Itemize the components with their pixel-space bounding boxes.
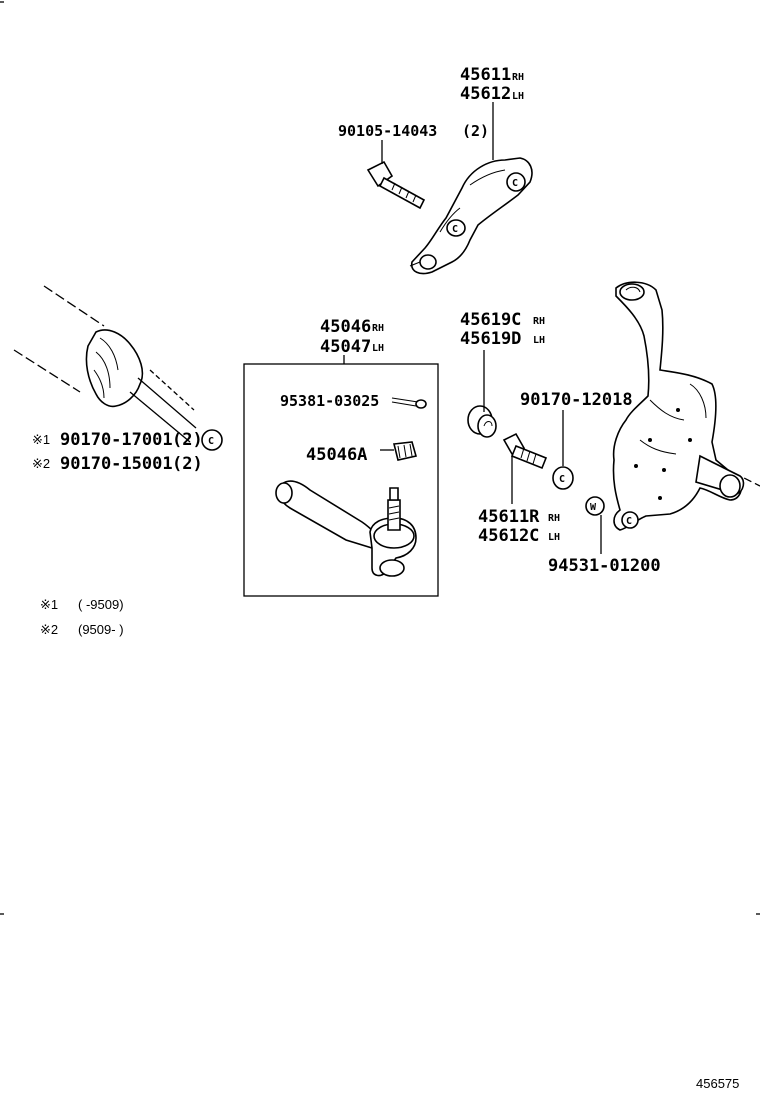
part-number-knuckle-arm-rh: 45611 (460, 65, 511, 85)
part-number-tie-rod-end-lh: 45047 (320, 337, 371, 357)
footnote-range-2: (9509- ) (78, 622, 124, 637)
part-number-rack-nut-1: 90170-17001 (60, 430, 173, 450)
part-number-rack-nut-2: 90170-15001 (60, 454, 173, 474)
side-label-lh: LH (533, 335, 545, 346)
side-label-rh: RH (372, 323, 384, 334)
part-number-arm-bolt: 90105-14043 (338, 122, 437, 140)
callout-c: C (208, 436, 214, 447)
tie-rod-end-kit-frame (243, 363, 439, 597)
steering-knuckle-drawing: C (612, 281, 760, 531)
part-number-cotter-pin: 95381-03025 (280, 392, 379, 410)
part-number-tie-rod-end-rh: 45046 (320, 317, 371, 337)
note-mark-1: ※1 (32, 432, 50, 447)
callout-w: W (590, 502, 597, 513)
callout-c: C (559, 474, 565, 485)
quantity-arm-bolt: (2) (462, 122, 489, 140)
part-number-knuckle-bolt-rh: 45611R (478, 507, 540, 527)
tie-rod-end-drawing (275, 480, 417, 577)
castle-nut-drawing (393, 441, 418, 461)
footnote-mark-2: ※2 (40, 622, 58, 637)
part-number-knuckle-nut: 90170-12018 (520, 390, 633, 410)
callout-c: C (512, 178, 518, 189)
figure-number: 456575 (696, 1076, 739, 1091)
part-number-washer: 94531-01200 (548, 556, 661, 576)
callout-c: C (626, 516, 632, 527)
callout-c: C (452, 224, 458, 235)
part-number-castle-nut: 45046A (306, 445, 367, 465)
part-number-knuckle-arm-lh: 45612 (460, 84, 511, 104)
quantity-rack-nut-1: (2) (172, 430, 203, 450)
knuckle-bolt-drawing (502, 432, 548, 470)
side-label-rh: RH (548, 513, 560, 524)
quantity-rack-nut-2: (2) (172, 454, 203, 474)
part-number-knuckle-bolt-lh: 45612C (478, 526, 539, 546)
steering-rack-drawing: C (13, 285, 223, 451)
side-label-rh: RH (533, 316, 545, 327)
part-number-bushing-rh: 45619C (460, 310, 521, 330)
arm-bolt-drawing (366, 140, 426, 210)
note-mark-2: ※2 (32, 456, 50, 471)
knuckle-arm-drawing: C C (409, 157, 533, 275)
side-label-lh: LH (548, 532, 560, 543)
side-label-lh: LH (372, 343, 384, 354)
cotter-pin-drawing (391, 397, 427, 409)
side-label-rh: RH (512, 72, 524, 83)
bushing-drawing (467, 405, 497, 438)
side-label-lh: LH (512, 91, 524, 102)
footnote-mark-1: ※1 (40, 597, 58, 612)
part-number-bushing-lh: 45619D (460, 329, 521, 349)
footnote-range-1: ( -9509) (78, 597, 124, 612)
